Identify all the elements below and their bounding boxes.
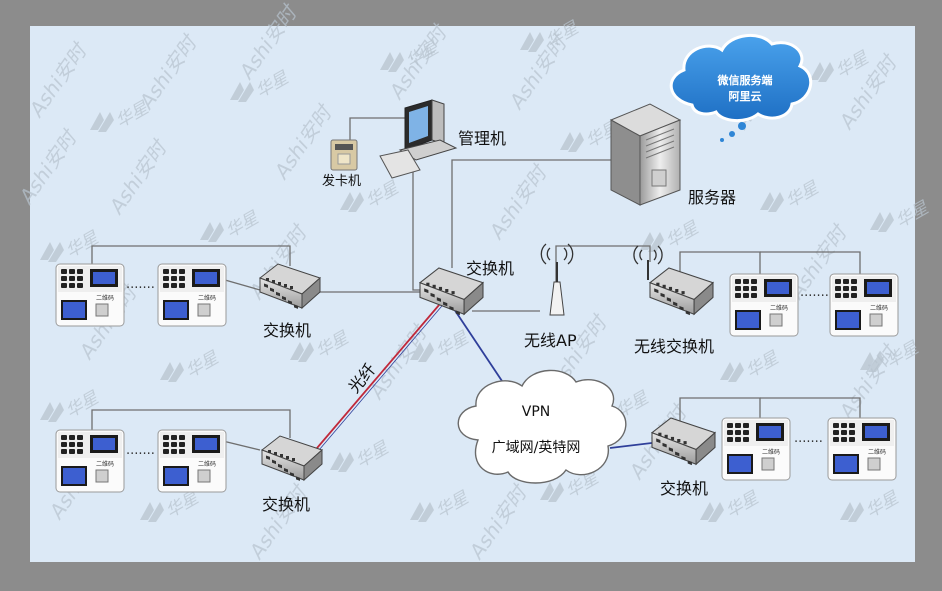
wireless-switch: 无线交换机 xyxy=(633,245,714,356)
terminal-group-left-top: ······· xyxy=(55,263,227,327)
cloud-service-line1: 微信服务端 xyxy=(717,73,773,87)
card-issuer-label: 发卡机 xyxy=(322,173,361,189)
wireless-switch-label: 无线交换机 xyxy=(634,337,714,356)
link-card-issuer-pc xyxy=(349,117,405,140)
terminal-tag: 二维码 xyxy=(762,448,780,456)
link-fiber xyxy=(293,297,446,476)
terminal-tag: 二维码 xyxy=(868,448,886,456)
right-bottom-switch-label: 交换机 xyxy=(660,479,708,498)
left-top-switch-label: 交换机 xyxy=(263,321,311,340)
terminal-group-left-bottom: ······· xyxy=(55,429,227,493)
right-bottom-switch: 交换机 xyxy=(651,417,716,498)
terminal-tag: 二维码 xyxy=(198,460,216,468)
terminal-ellipsis: ······· xyxy=(126,447,155,462)
left-top-switch: 交换机 xyxy=(259,263,321,340)
management-pc-label: 管理机 xyxy=(458,129,506,148)
link-right-bottom-terminals xyxy=(679,397,761,422)
vpn-title: VPN xyxy=(522,404,551,420)
core-switch: 交换机 xyxy=(419,259,514,316)
link-fiber-shadow xyxy=(295,299,448,478)
link-server-core-switch xyxy=(451,159,611,268)
management-pc: 管理机 xyxy=(379,99,506,179)
cloud-service-line2: 阿里云 xyxy=(729,89,762,103)
wireless-ap-label: 无线AP xyxy=(524,331,577,350)
server-label: 服务器 xyxy=(688,188,736,207)
terminal-tag: 二维码 xyxy=(96,294,114,302)
terminal-ellipsis: ······· xyxy=(794,435,823,450)
terminal-tag: 二维码 xyxy=(770,304,788,312)
terminal-ellipsis: ······· xyxy=(800,289,829,304)
terminal-group-right-top: ······· xyxy=(729,273,899,337)
link-wireless-switch-terminals-b xyxy=(760,251,861,278)
core-switch-label: 交换机 xyxy=(466,259,514,278)
terminal-tag: 二维码 xyxy=(870,304,888,312)
link-wireless-switch-terminals xyxy=(679,251,761,278)
link-left-bottom-terminals xyxy=(91,409,291,438)
wireless-ap: 无线AP xyxy=(524,243,577,350)
terminal-ellipsis: ······· xyxy=(126,281,155,296)
cloud-service-shape xyxy=(669,33,813,122)
left-bottom-switch: 交换机 xyxy=(261,435,323,514)
terminal-tags: 二维码 二维码 二维码 二维码 二维码 二维码 二维码 二维码 xyxy=(96,294,888,468)
server: 服务器 xyxy=(609,103,736,207)
vpn-cloud: VPN 广域网/英特网 xyxy=(457,369,627,484)
card-issuer: 发卡机 xyxy=(322,139,361,189)
cloud-service: 微信服务端 阿里云 xyxy=(669,33,813,142)
link-left-top-terminals xyxy=(91,245,291,272)
terminal-group-right-bottom: ······· xyxy=(721,417,897,481)
terminal-tag: 二维码 xyxy=(96,460,114,468)
link-vpn-core xyxy=(447,299,511,394)
left-bottom-switch-label: 交换机 xyxy=(262,495,310,514)
terminal-tag: 二维码 xyxy=(198,294,216,302)
vpn-subtitle: 广域网/英特网 xyxy=(492,439,581,456)
link-right-bottom-terminals-b xyxy=(760,397,861,420)
